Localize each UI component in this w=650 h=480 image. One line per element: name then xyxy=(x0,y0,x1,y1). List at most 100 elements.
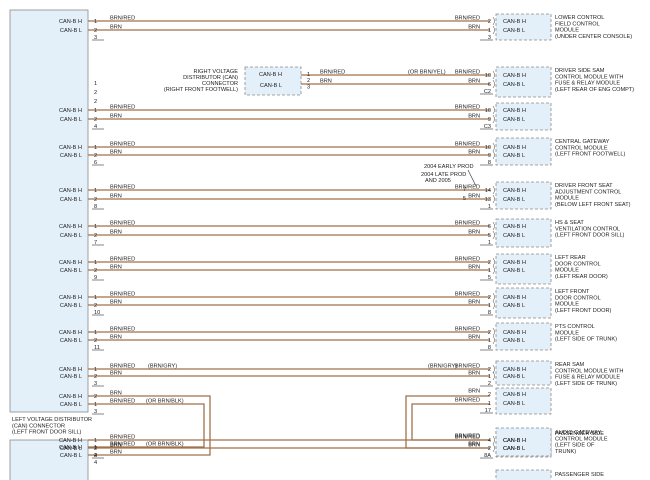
module-pin: 10 xyxy=(485,108,491,114)
alt-pin: 5 xyxy=(463,196,466,202)
wire-label: BRN xyxy=(468,265,480,271)
wire-label: BRN/RED xyxy=(455,185,480,191)
left-can-h: CAN-B H xyxy=(59,224,82,230)
wire-label: BRN xyxy=(320,79,332,85)
left-can-l: CAN-B L xyxy=(60,446,82,452)
pin-marker xyxy=(492,335,495,345)
module-label-passenger-side: PASSENGER SIDE xyxy=(555,431,604,437)
right-conn-pin: 3 xyxy=(307,84,310,90)
prod-arrow xyxy=(467,169,477,187)
wire-label: BRN xyxy=(110,230,122,236)
left-pin: 1 xyxy=(94,438,97,444)
pin-marker xyxy=(492,70,495,80)
left-can-h: CAN-B H xyxy=(59,295,82,301)
module-pin: 1 xyxy=(488,240,491,246)
module-can-h: CAN-B H xyxy=(503,438,526,444)
wire-label: BRN/RED xyxy=(110,142,135,148)
wire-label: (OR BRN/BLK) xyxy=(146,399,184,405)
left-pin: 2 xyxy=(94,153,97,159)
module-label-driver-seat: DRIVER FRONT SEAT xyxy=(555,183,613,189)
wire-label: BRN xyxy=(110,371,122,377)
module-pin: 1 xyxy=(488,401,491,407)
wire-loop-right-outer xyxy=(405,395,490,449)
module-pin: 2 xyxy=(488,330,491,336)
left-pin: 3 xyxy=(94,381,97,387)
left-pin: 2 xyxy=(94,268,97,274)
left-pin: 2 xyxy=(94,233,97,239)
left-pin: 1 xyxy=(94,81,97,87)
left-pin: 1 xyxy=(94,330,97,336)
wire-label: BRN xyxy=(110,300,122,306)
wire-label: BRN/RED xyxy=(455,364,480,370)
right-conn-pin: 2 xyxy=(307,78,310,84)
pin-marker xyxy=(492,185,495,195)
left-can-l: CAN-B L xyxy=(60,453,82,459)
wire-label: BRN/RED xyxy=(110,105,135,111)
module-label-driver-seat: ADJUSTMENT CONTROL xyxy=(555,189,621,195)
module-label-hs-seat: HS & SEAT xyxy=(555,220,584,226)
module-pin: C2 xyxy=(484,89,491,95)
wire-label: BRN/RED xyxy=(455,16,480,22)
module-can-l: CAN-B L xyxy=(503,117,525,123)
module-label-rear-sam: REAR SAM xyxy=(555,362,585,368)
wire-label: BRN/RED xyxy=(110,327,135,333)
wire-label: BRN xyxy=(110,443,122,449)
wire-label: BRN/RED xyxy=(110,364,135,370)
pin-marker xyxy=(492,292,495,302)
wire-label: BRN xyxy=(468,150,480,156)
left-pin: 1 xyxy=(94,108,97,114)
module-can-h: CAN-B H xyxy=(503,260,526,266)
module-box-rear-sam xyxy=(495,360,552,386)
wire-label: BRN/RED xyxy=(455,292,480,298)
module-label-audio-gateway: (LEFT SIDE OF xyxy=(555,443,595,449)
module-label-left-front-door: LEFT FRONT xyxy=(555,289,590,295)
module-box-driver-sam xyxy=(495,66,552,98)
pin-marker xyxy=(492,300,495,310)
module-box-audio-gateway xyxy=(495,427,552,457)
module-pin: 10 xyxy=(485,145,491,151)
left-pin: 9 xyxy=(94,275,97,281)
module-label-driver-sam: CONTROL MODULE WITH xyxy=(555,74,623,80)
module-pin: 2 xyxy=(488,446,491,452)
module-can-h: CAN-B H xyxy=(503,295,526,301)
left-pin: 1 xyxy=(94,295,97,301)
wire-loop-right-inner xyxy=(411,403,490,441)
wire-label: BRN/RED xyxy=(455,105,480,111)
module-label-rear-sam: FUSE & RELAY MODULE xyxy=(555,375,620,381)
module-pin: 8A xyxy=(484,453,491,459)
module-pin: 5 xyxy=(488,233,491,239)
left-pin: 7 xyxy=(94,240,97,246)
pin-marker xyxy=(492,265,495,275)
right-conn-can-l: CAN-B L xyxy=(260,83,282,89)
module-can-h: CAN-B H xyxy=(503,392,526,398)
wire-label: BRN/RED xyxy=(455,70,480,76)
module-label-pts: MODULE xyxy=(555,330,579,336)
wire-label: BRN/RED xyxy=(320,70,345,76)
module-label-lower-control-field: MODULE xyxy=(555,28,579,34)
right-connector-title: (RIGHT FRONT FOOTWELL) xyxy=(164,87,238,93)
left-can-l: CAN-B L xyxy=(60,153,82,159)
left-pin: 2 xyxy=(94,374,97,380)
left-can-h: CAN-B H xyxy=(59,438,82,444)
module-pin: 9 xyxy=(488,153,491,159)
left-pin: 2 xyxy=(94,99,97,105)
wire-loop-left-outer xyxy=(88,395,211,456)
left-pin: 1 xyxy=(94,402,97,408)
left-pin: 1 xyxy=(94,260,97,266)
module-can-h: CAN-B H xyxy=(503,108,526,114)
module-pin: 1 xyxy=(488,28,491,34)
module-box-left-rear-door xyxy=(495,253,552,285)
wire-label: BRN xyxy=(110,25,122,31)
wire-label: BRN xyxy=(110,335,122,341)
module-box-driver-seat xyxy=(495,181,552,210)
module-can-l: CAN-B L xyxy=(503,153,525,159)
pin-marker xyxy=(492,435,495,445)
module-label-driver-seat: MODULE xyxy=(555,196,579,202)
left-distributor-box-2 xyxy=(9,439,89,480)
module-pin: 6 xyxy=(488,224,491,230)
module-label-central-gateway: CONTROL MODULE xyxy=(555,145,608,151)
module-can-h: CAN-B H xyxy=(503,19,526,25)
left-pin: 4 xyxy=(94,124,97,130)
module-pin: 5 xyxy=(488,275,491,281)
